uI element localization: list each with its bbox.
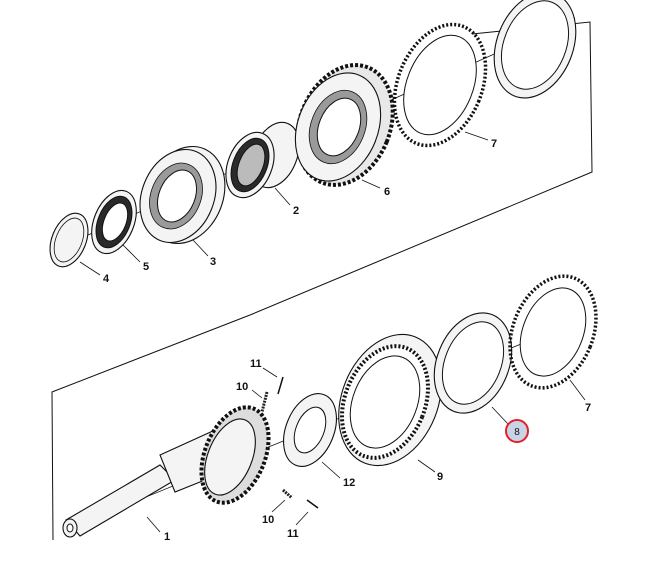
callout-11-lower: 11 [287, 528, 299, 540]
callout-6: 6 [384, 186, 390, 198]
part-9-sleeve [338, 333, 442, 467]
callout-9: 9 [437, 471, 443, 483]
callout-7-bottom: 7 [585, 402, 591, 414]
lower-assembly-frame [51, 314, 251, 541]
callout-2: 2 [293, 205, 299, 217]
callout-7-top: 7 [491, 138, 497, 150]
part-5-seal [91, 189, 137, 255]
part-7-bottom-sync-ring [508, 274, 598, 390]
leader-lines [79, 131, 586, 533]
part-6-gear [294, 63, 395, 187]
part-8-top-ring [493, 0, 577, 99]
callout-8-highlight[interactable]: 8 [505, 419, 529, 443]
callout-3: 3 [210, 256, 216, 268]
part-8-bottom-ring [433, 312, 513, 414]
part-12-washer [283, 393, 337, 467]
callout-11-upper: 11 [250, 358, 262, 370]
callout-10-lower: 10 [262, 514, 274, 526]
callout-1: 1 [164, 531, 170, 543]
parts-10-11-upper-detent [260, 376, 284, 413]
part-1-input-shaft [62, 405, 271, 538]
part-2-needle-bearing [225, 121, 300, 199]
part-4-snap-ring [49, 212, 89, 268]
callout-4: 4 [103, 273, 110, 285]
callout-5: 5 [143, 261, 149, 273]
part-3-bearing [139, 145, 226, 245]
part-7-top-sync-ring [392, 22, 488, 148]
callout-10-upper: 10 [236, 381, 248, 393]
callout-12: 12 [343, 477, 355, 489]
callout-8: 8 [514, 427, 520, 438]
parts-10-11-lower-detent [282, 488, 319, 509]
